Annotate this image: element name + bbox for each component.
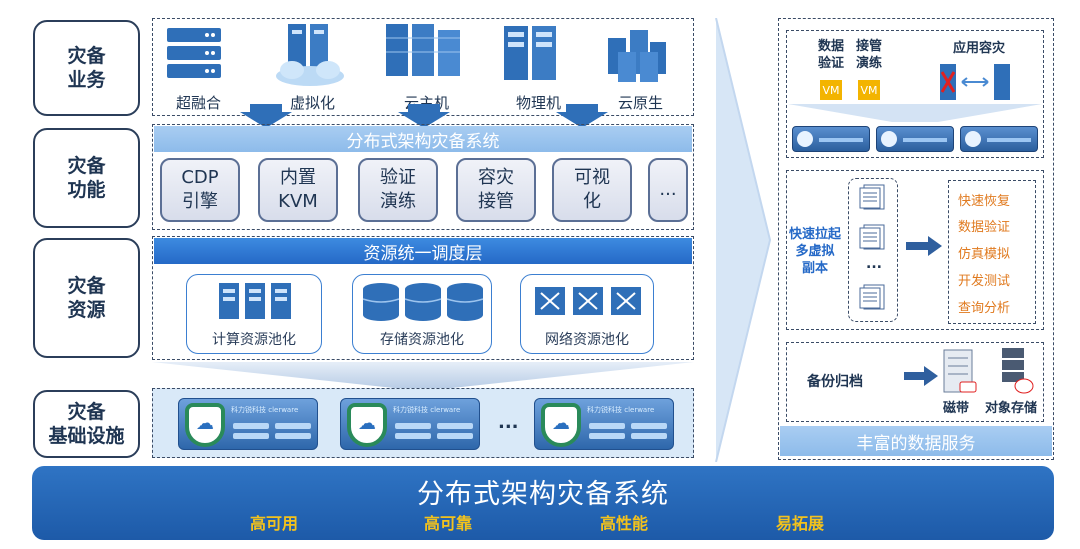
takeover-drill-label: 接管 演练 [855, 39, 882, 71]
function-verify-drill: 验证 演练 [358, 158, 438, 222]
compute-pool: 计算资源池化 [186, 274, 322, 354]
appliance-brand: 科力锐科技 clerware [231, 406, 299, 414]
resource-bar: 资源统一调度层 [154, 238, 692, 264]
function-bar: 分布式架构灾备系统 [154, 126, 692, 152]
down-arrow-icon [556, 104, 608, 128]
appliance-brand: 科力锐科技 clerware [587, 406, 655, 414]
function-more: ... [648, 158, 688, 222]
shield-icon [185, 403, 225, 447]
compute-server-icon [219, 283, 291, 319]
replica-stack [848, 178, 898, 322]
service-data-verify: 数据验证 [958, 220, 1011, 235]
function-cdp-engine: CDP 引擎 [160, 158, 240, 222]
down-arrow-icon [398, 104, 450, 128]
service-query-analysis: 查询分析 [958, 301, 1011, 316]
physical-server-icon [504, 26, 556, 80]
vm-badge-2: VM [858, 80, 880, 100]
app-dr-icon [940, 64, 1010, 100]
business-item-virtualization: 虚拟化 [290, 94, 336, 112]
layer-label-function: 灾备 功能 [33, 128, 140, 228]
object-storage-icon [1002, 348, 1034, 394]
appliance-brand: 科力锐科技 clerware [393, 406, 461, 414]
business-item-hci: 超融合 [176, 94, 222, 112]
appliance-2: 科力锐科技 clerware [340, 398, 480, 450]
feature-high-reliability: 高可靠 [424, 514, 473, 533]
storage-pool: 存储资源池化 [352, 274, 492, 354]
right-arrow-icon [904, 366, 938, 386]
compute-pool-label: 计算资源池化 [212, 332, 296, 348]
down-arrow-icon [240, 104, 292, 128]
appliance-1: 科力锐科技 clerware [178, 398, 318, 450]
tape-label: 磁带 [942, 401, 969, 416]
feature-scalability: 易拓展 [776, 514, 825, 533]
quick-pull-label: 快速拉起 多虚拟 副本 [788, 227, 841, 276]
tape-icon [943, 349, 977, 393]
dr-appliance-1 [792, 126, 870, 152]
data-services-panel [778, 18, 1054, 460]
cloud-host-icon [386, 24, 460, 76]
feature-high-availability: 高可用 [250, 514, 299, 533]
function-dr-takeover: 容灾 接管 [456, 158, 536, 222]
service-dev-test: 开发测试 [958, 274, 1011, 289]
layer-label-resource: 灾备 资源 [33, 238, 140, 358]
document-icon [859, 184, 885, 210]
network-switch-icon [535, 287, 641, 315]
layer-label-infrastructure: 灾备 基础设施 [33, 390, 140, 458]
shield-icon [541, 403, 581, 447]
backup-archive-box [786, 342, 1044, 422]
services-list-box [948, 180, 1036, 324]
bottom-banner: 分布式架构灾备系统 高可用 高可靠 高性能 易拓展 [32, 466, 1054, 540]
business-item-cloud-native: 云原生 [618, 94, 664, 112]
app-dr-label: 应用容灾 [952, 41, 1005, 56]
document-icon [859, 224, 885, 250]
dr-appliance-2 [876, 126, 954, 152]
service-simulation: 仿真模拟 [958, 247, 1011, 262]
function-area [152, 124, 694, 230]
network-pool-label: 网络资源池化 [545, 332, 629, 348]
chevron-right-icon [715, 18, 772, 462]
hci-server-icon [167, 28, 221, 78]
layer-label-business: 灾备 业务 [33, 20, 140, 116]
replica-ellipsis: ... [866, 256, 882, 272]
virtualization-cloud-icon [276, 24, 344, 86]
dr-appliance-3 [960, 126, 1038, 152]
network-pool: 网络资源池化 [520, 274, 654, 354]
storage-pool-label: 存储资源池化 [380, 332, 464, 348]
appliance-3: 科力锐科技 clerware [534, 398, 674, 450]
funnel-arrow-icon [788, 104, 1042, 122]
resource-area [152, 236, 694, 360]
funnel-arrow-icon [152, 362, 694, 388]
infra-ellipsis: ... [498, 412, 519, 433]
document-icon [859, 284, 885, 310]
function-visualization: 可视 化 [552, 158, 632, 222]
object-storage-label: 对象存储 [984, 401, 1037, 416]
storage-disk-icon [362, 283, 484, 321]
service-quick-recovery: 快速恢复 [958, 194, 1011, 209]
function-builtin-kvm: 内置 KVM [258, 158, 338, 222]
business-item-physical: 物理机 [516, 94, 562, 112]
cloud-native-icon [608, 30, 666, 82]
backup-archive-label: 备份归档 [807, 374, 863, 390]
data-services-footer: 丰富的数据服务 [780, 426, 1052, 456]
shield-icon [347, 403, 387, 447]
data-verify-label: 数据 验证 [817, 39, 844, 71]
bottom-title: 分布式架构灾备系统 [417, 479, 669, 510]
vm-badge-1: VM [820, 80, 842, 100]
right-arrow-icon [906, 236, 942, 256]
feature-high-performance: 高性能 [600, 514, 649, 533]
